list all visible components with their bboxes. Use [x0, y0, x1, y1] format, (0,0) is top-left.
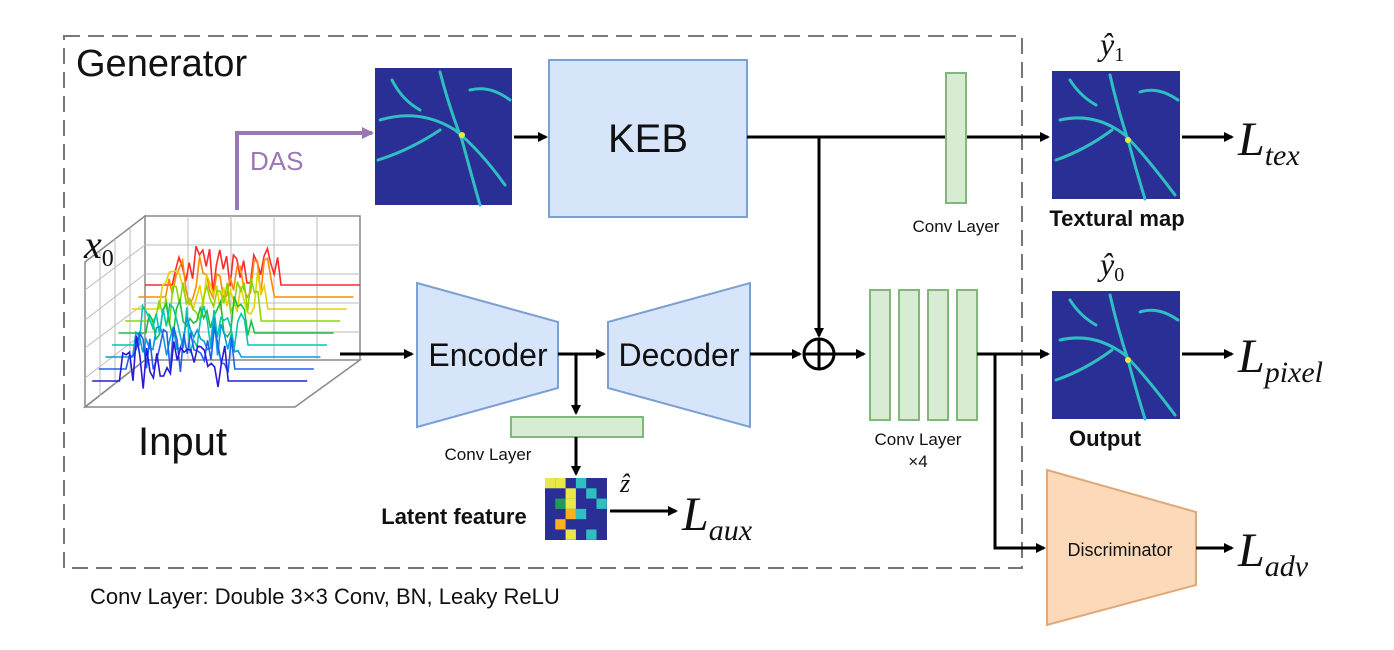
input-wave-trace: [92, 335, 308, 389]
generator-frame: [63, 35, 1023, 569]
latent-grid-cell: [565, 508, 576, 520]
latent-grid-cell: [575, 508, 587, 520]
conv-layer-x4-label-line2: ×4: [908, 452, 927, 471]
y1-hat-label: ŷ1: [1097, 26, 1124, 66]
input-wave-trace: [145, 245, 360, 293]
generator-title: Generator: [76, 43, 247, 85]
conv-layer-bottom-label: Conv Layer: [445, 445, 532, 464]
discriminator-label: Discriminator: [1067, 540, 1172, 560]
latent-grid-cell: [555, 519, 566, 530]
latent-grid-cell: [565, 488, 576, 499]
input-symbol: x0: [83, 222, 114, 272]
conv-layer-bottom: [510, 416, 644, 438]
conv-layer-x4-label-line1: Conv Layer: [875, 430, 962, 449]
input-wave-trace: [98, 326, 314, 374]
z-hat-label: ẑ: [619, 469, 631, 498]
decoder-label: Decoder: [619, 337, 740, 373]
textural-map-image: [1052, 71, 1180, 201]
loss-adv: Ladv: [1237, 524, 1309, 583]
arrow-convx4-to-discriminator: [993, 354, 1046, 553]
loss-tex: Ltex: [1237, 113, 1300, 172]
input-wave-trace: [125, 277, 341, 326]
latent-grid-cell: [555, 478, 566, 489]
conv-layer-top-label: Conv Layer: [913, 217, 1000, 236]
conv-layer-x4: [869, 289, 978, 421]
discriminator-block: [1046, 468, 1197, 627]
footnote: Conv Layer: Double 3×3 Conv, BN, Leaky R…: [90, 584, 560, 609]
textural-map-label: Textural map: [1049, 206, 1184, 231]
das-label: DAS: [250, 146, 303, 176]
latent-grid-cell: [586, 488, 597, 499]
y0-hat-label: ŷ0: [1097, 246, 1124, 286]
latent-grid-cell: [575, 478, 587, 489]
das-arrow: [235, 127, 374, 210]
input-waveform-plot: [82, 214, 363, 409]
encoder-block: [416, 281, 559, 429]
decoder-block: [607, 281, 751, 429]
encoder-label: Encoder: [428, 337, 548, 373]
keb-block: [548, 59, 748, 218]
latent-grid-cell: [545, 478, 556, 489]
das-image: [375, 68, 512, 207]
input-label: Input: [138, 420, 227, 464]
sum-node: [802, 337, 836, 371]
latent-grid-cell: [565, 529, 576, 540]
keb-label: KEB: [608, 117, 688, 161]
output-image: [1052, 291, 1180, 421]
latent-grid-cell: [586, 529, 597, 540]
conv-layer-top: [945, 72, 967, 204]
output-label: Output: [1069, 426, 1142, 451]
latent-grid-cell: [565, 498, 576, 509]
latent-feature-grid: [545, 478, 607, 540]
input-wave-trace: [112, 303, 327, 354]
loss-pixel: Lpixel: [1237, 330, 1323, 389]
latent-grid-cell: [596, 498, 607, 509]
input-wave-trace: [131, 270, 347, 316]
latent-grid-cell: [555, 498, 566, 509]
loss-aux: Laux: [681, 488, 753, 547]
latent-feature-label: Latent feature: [381, 504, 526, 529]
